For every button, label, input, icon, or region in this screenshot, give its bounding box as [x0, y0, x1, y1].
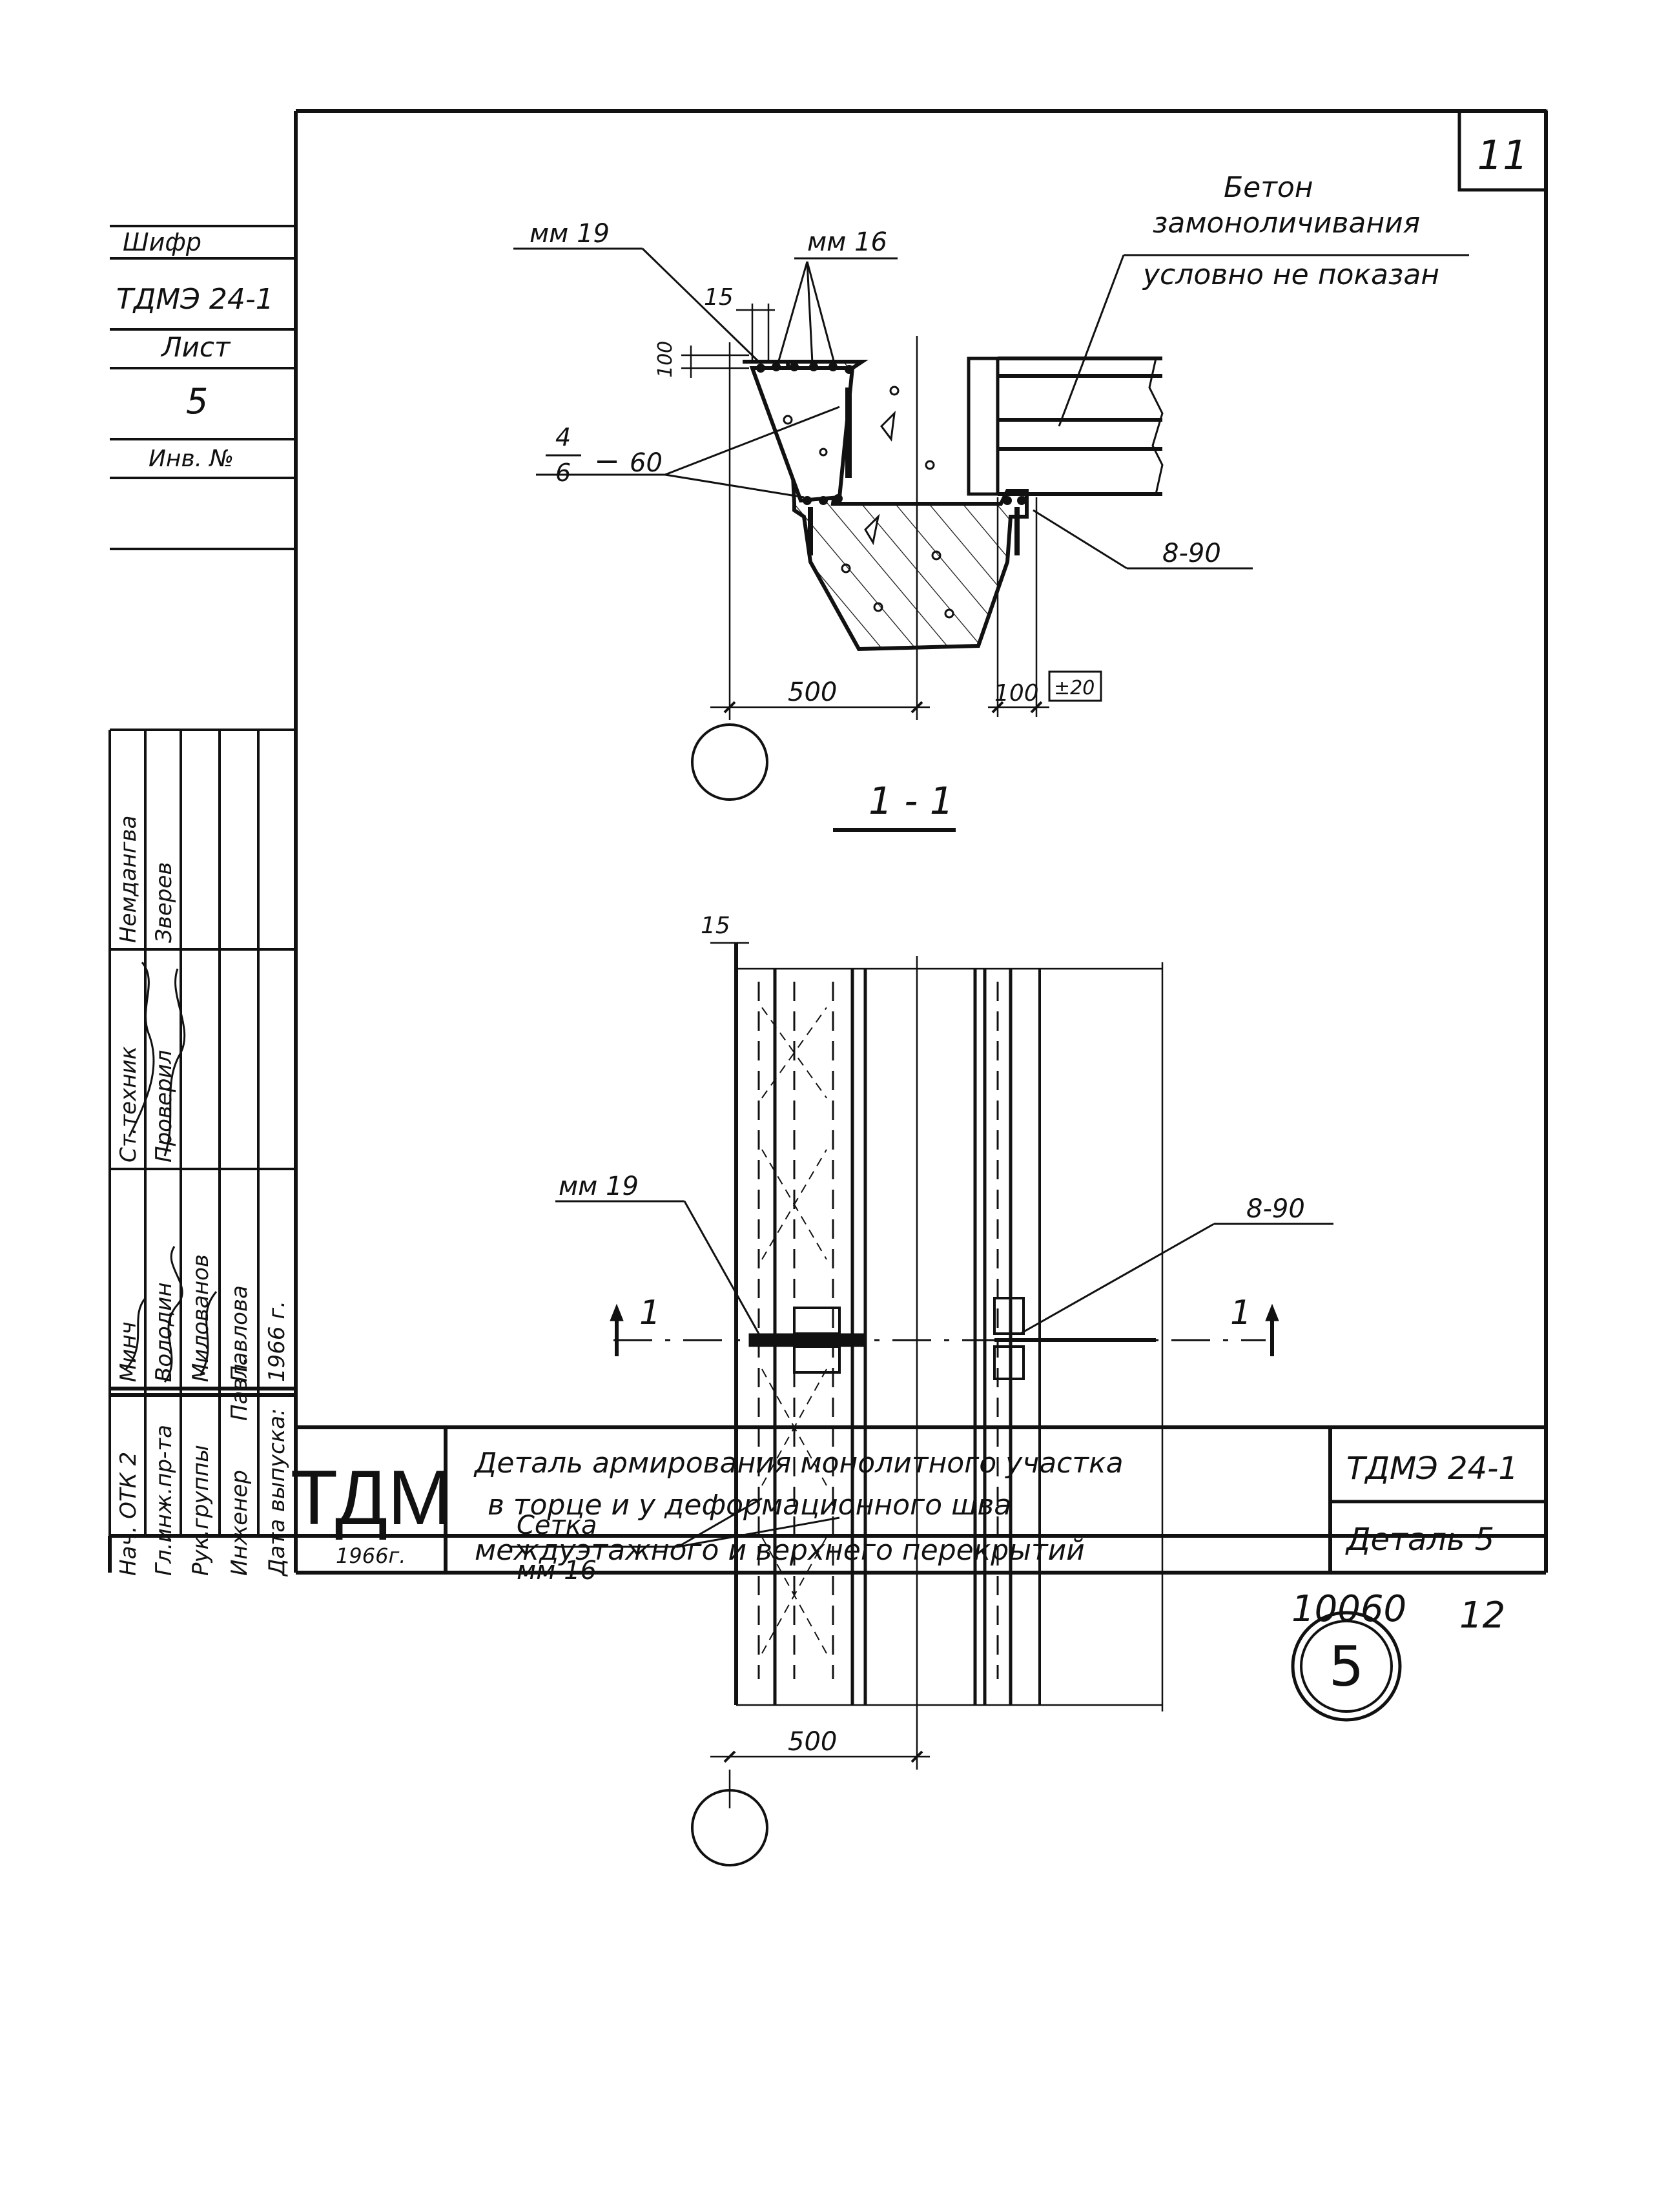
axis-bubble-bottom — [691, 1789, 768, 1866]
leader-lines — [513, 247, 1469, 570]
name-volodin: Володин — [151, 1283, 177, 1383]
section-view: мм 19 мм 16 15 100 4 6 60 Бетон замоноли… — [513, 171, 1469, 832]
page-number: 12 — [1459, 1595, 1505, 1637]
dim-100-bottom: 100 — [994, 680, 1039, 707]
title-code: ТДМЭ 24-1 — [1346, 1451, 1518, 1487]
role-checked-label: Проверил — [151, 1050, 177, 1163]
section-title: 1 - 1 — [869, 779, 954, 823]
dim-15-top: 15 — [704, 284, 734, 311]
cut-right: 1 — [1230, 1294, 1251, 1332]
hollow-slab — [998, 357, 1164, 496]
role-column: Нач. ОТК 2 Гл.инж.пр-та Рук.группы Инжен… — [116, 816, 290, 1577]
detail-mark-number: 5 — [1329, 1635, 1364, 1699]
sheet-number-box: 11 — [1457, 109, 1548, 192]
sign-engineer: Павл. — [227, 1357, 252, 1421]
name-pavlova: Павлова — [227, 1285, 252, 1382]
name-milovanov: Милованов — [188, 1254, 214, 1382]
tdm-logo: ТДМ — [291, 1454, 453, 1541]
title-line-2: в торце и у деформационного шва — [488, 1489, 1011, 1522]
concrete-note-1: Бетон — [1224, 171, 1313, 204]
level-mark: ±20 — [1054, 677, 1095, 699]
role-engineer: Инженер — [227, 1470, 252, 1576]
label-8-90-plan: 8-90 — [1246, 1194, 1305, 1224]
role-tech-label: Ст.техник — [116, 1046, 141, 1163]
cipher-label: Шифр — [123, 228, 201, 256]
sheet-number: 11 — [1477, 132, 1528, 179]
dim-100-top: 100 — [654, 341, 677, 378]
cipher-value: ТДМЭ 24-1 — [116, 283, 274, 316]
name-technician: Немдангва — [116, 816, 141, 943]
archive-number: 10060 — [1291, 1588, 1406, 1630]
aggregate-marks — [783, 386, 954, 619]
role-release-date: Дата выпуска: — [264, 1408, 290, 1577]
role-group-leader: Рук.группы — [188, 1445, 214, 1576]
concrete-note-2: замоноличивания — [1153, 207, 1420, 240]
sheet-value: 5 — [186, 381, 208, 422]
title-line-3: междуэтажного и верхнего перекрытий — [475, 1534, 1085, 1567]
release-year: 1966 г. — [264, 1301, 290, 1382]
cut-left: 1 — [639, 1294, 661, 1332]
side-stamp — [108, 225, 296, 1536]
frac-num: 4 — [555, 423, 571, 451]
sheet-frame — [108, 109, 1548, 1573]
signatures — [125, 962, 218, 1383]
label-mm19-top: мм 19 — [530, 219, 610, 249]
title-year: 1966г. — [336, 1544, 406, 1568]
rebar-dots — [756, 362, 1026, 505]
dim-500-top: 500 — [788, 677, 837, 707]
role-chief-engineer: Гл.инж.пр-та — [151, 1425, 177, 1576]
title-detail: Деталь 5 — [1345, 1522, 1494, 1558]
label-8-90-top: 8-90 — [1162, 539, 1221, 568]
mesh-label-1: Сетка — [517, 1511, 597, 1540]
sheet-label: Лист — [160, 331, 231, 363]
plan-view: 15 мм 19 8-90 1 1 Сетка мм 16 500 5 — [510, 913, 1402, 1866]
label-mm19-plan: мм 19 — [559, 1172, 639, 1201]
dim-15-plan: 15 — [701, 913, 730, 939]
role-otk: Нач. ОТК 2 — [116, 1452, 141, 1576]
title-line-1: Деталь армирования монолитного участка — [473, 1447, 1124, 1480]
wall-slab — [967, 357, 1000, 496]
detail-mark: 5 — [1291, 1611, 1402, 1722]
name-checker: Зверев — [151, 862, 177, 943]
axis-bubble-top — [691, 723, 768, 801]
label-mm16-top: мм 16 — [807, 227, 887, 257]
title-block — [294, 1425, 1548, 1575]
dim-500-plan: 500 — [788, 1727, 837, 1757]
frac-val: 60 — [630, 448, 663, 478]
inv-label: Инв. № — [149, 446, 234, 472]
concrete-note-3: условно не показан — [1142, 258, 1439, 291]
frac-den: 6 — [555, 459, 571, 487]
